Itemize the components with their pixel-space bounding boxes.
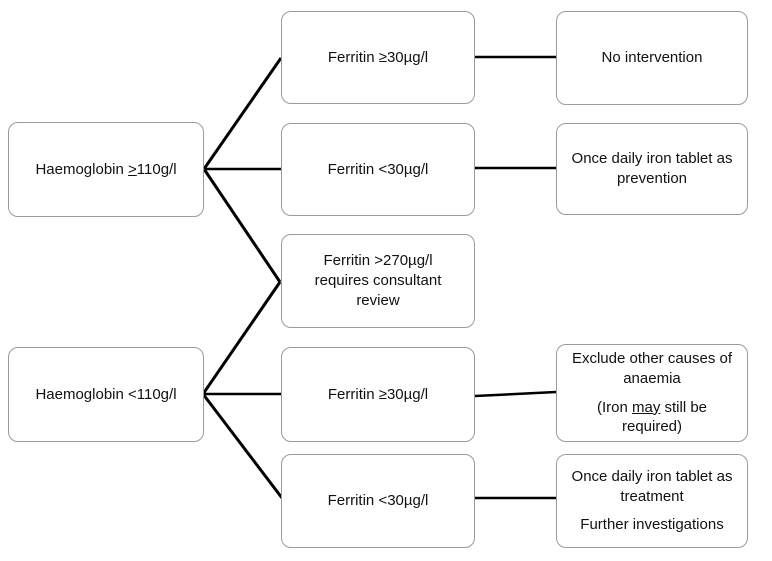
connector-hblow-to-ferritin-lt30	[201, 393, 284, 499]
hb-high-ge-symbol: >	[128, 160, 137, 178]
node-ferritin-ge30-bottom: Ferritin ≥30µg/l	[281, 347, 475, 442]
node-ferritin-gt270: Ferritin >270µg/l requires consultant re…	[281, 234, 475, 328]
node-exclude-line2: (Iron may still be required)	[565, 398, 739, 438]
node-exclude-other-causes: Exclude other causes of anaemia (Iron ma…	[556, 344, 748, 442]
connector-hbhigh-to-ferritin-ge30	[202, 57, 283, 170]
node-haemoglobin-low-label: Haemoglobin <110g/l	[35, 385, 177, 403]
node-ferritin-gt270-label: Ferritin >270µg/l requires consultant re…	[314, 252, 442, 309]
node-ferritin-lt30-bottom-label: Ferritin <30µg/l	[327, 492, 429, 510]
node-haemoglobin-high-label: Haemoglobin >110g/l	[35, 160, 176, 180]
exclude-line2-prefix: (Iron	[596, 398, 632, 416]
node-haemoglobin-low: Haemoglobin <110g/l	[8, 347, 204, 442]
node-iron-prevention: Once daily iron tablet as prevention	[556, 123, 748, 215]
node-ferritin-ge30-top: Ferritin ≥30µg/l	[281, 11, 475, 104]
node-iron-prevention-label: Once daily iron tablet as prevention	[571, 150, 733, 187]
exclude-line2-suffix: still be required)	[621, 398, 708, 436]
node-exclude-line1: Exclude other causes of anaemia	[571, 349, 733, 387]
node-ferritin-lt30-top: Ferritin <30µg/l	[281, 123, 475, 216]
node-ferritin-ge30-top-label: Ferritin ≥30µg/l	[327, 48, 429, 66]
connector-hbhigh-to-ferritin-gt270	[202, 168, 282, 283]
node-treatment-line2: Further investigations	[580, 516, 724, 534]
node-ferritin-lt30-bottom: Ferritin <30µg/l	[281, 454, 475, 548]
node-haemoglobin-high: Haemoglobin >110g/l	[8, 122, 204, 217]
node-no-intervention-label: No intervention	[601, 49, 703, 67]
exclude-line2-may: may	[631, 398, 661, 416]
node-ferritin-lt30-top-label: Ferritin <30µg/l	[327, 160, 429, 178]
node-no-intervention: No intervention	[556, 11, 748, 105]
connector-ge30bot-to-exclude	[474, 390, 557, 398]
node-ferritin-ge30-bottom-label: Ferritin ≥30µg/l	[327, 385, 429, 403]
node-iron-treatment: Once daily iron tablet as treatment Furt…	[556, 454, 748, 548]
node-treatment-line1: Once daily iron tablet as treatment	[571, 467, 733, 505]
hb-high-suffix: 110g/l	[136, 160, 177, 178]
connector-hblow-to-ferritin-gt270	[201, 281, 282, 395]
hb-high-prefix: Haemoglobin	[35, 160, 129, 178]
